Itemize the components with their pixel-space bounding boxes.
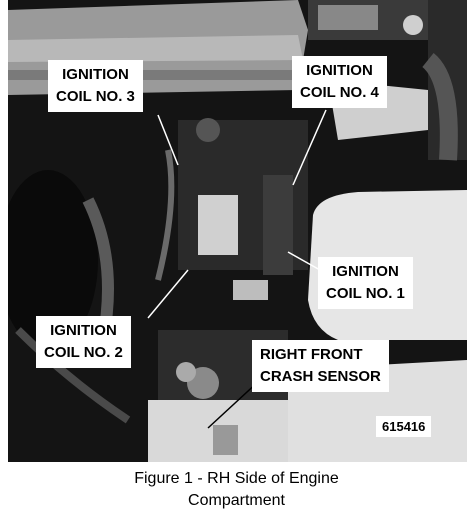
callout-coil2-line2: COIL NO. 2	[44, 344, 123, 361]
figure-caption: Figure 1 - RH Side of Engine Compartment	[0, 468, 473, 512]
callout-coil4-line2: COIL NO. 4	[300, 84, 379, 101]
callout-coil4-line1: IGNITION	[306, 62, 373, 79]
callout-right-front-crash-sensor: RIGHT FRONT CRASH SENSOR	[252, 340, 389, 392]
callout-coil3-line1: IGNITION	[62, 66, 129, 83]
callout-ignition-coil-4: IGNITION COIL NO. 4	[292, 56, 387, 108]
callout-crash-sensor-line1: RIGHT FRONT	[260, 346, 363, 363]
callout-ignition-coil-1: IGNITION COIL NO. 1	[318, 257, 413, 309]
callout-coil3-line2: COIL NO. 3	[56, 88, 135, 105]
callout-coil2-line1: IGNITION	[50, 322, 117, 339]
callout-ignition-coil-2: IGNITION COIL NO. 2	[36, 316, 131, 368]
callout-crash-sensor-line2: CRASH SENSOR	[260, 368, 381, 385]
caption-line1: Figure 1 - RH Side of Engine	[134, 470, 339, 487]
figure-reference-number: 615416	[376, 416, 432, 437]
callout-ignition-coil-3: IGNITION COIL NO. 3	[48, 60, 143, 112]
callout-coil1-line1: IGNITION	[332, 263, 399, 280]
caption-line2: Compartment	[188, 492, 285, 509]
callout-coil1-line2: COIL NO. 1	[326, 285, 405, 302]
